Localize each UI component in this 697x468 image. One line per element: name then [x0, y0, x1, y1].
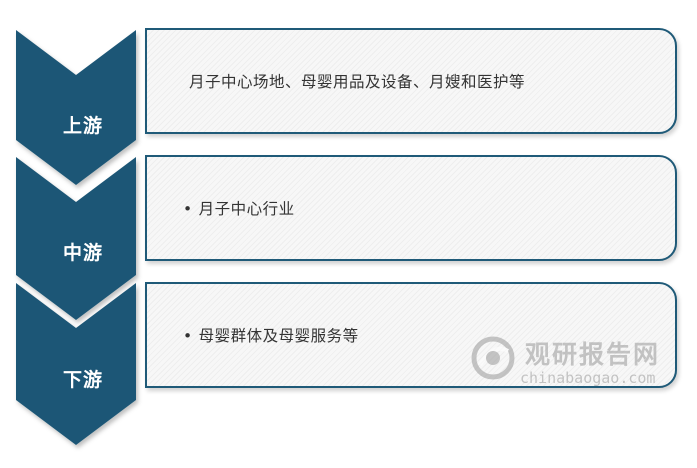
watermark-logo-icon [471, 336, 515, 380]
stage-label-midstream: 中游 [62, 242, 103, 264]
stage-label-downstream: 下游 [62, 369, 103, 391]
chevron-downstream [16, 283, 136, 445]
stage-text-upstream: 月子中心场地、母婴用品及设备、月嫂和医护等 [189, 73, 526, 91]
chevron-midstream [16, 157, 136, 320]
stage-box-midstream: 月子中心行业 [145, 155, 677, 261]
stage-text-midstream: 月子中心行业 [183, 197, 295, 219]
stage-box-upstream: 月子中心场地、母婴用品及设备、月嫂和医护等 [145, 28, 677, 134]
chevron-arrows [16, 30, 136, 445]
watermark-domain: chinabaogao.com [520, 369, 656, 387]
stage-label-upstream: 上游 [62, 115, 103, 137]
watermark-name: 观研报告网 [525, 340, 661, 369]
chevron-upstream [16, 30, 136, 185]
stage-text-downstream: 母婴群体及母婴服务等 [183, 324, 359, 346]
watermark: 观研报告网 chinabaogao.com [470, 333, 685, 393]
stage-box-downstream: 母婴群体及母婴服务等 [145, 282, 677, 388]
